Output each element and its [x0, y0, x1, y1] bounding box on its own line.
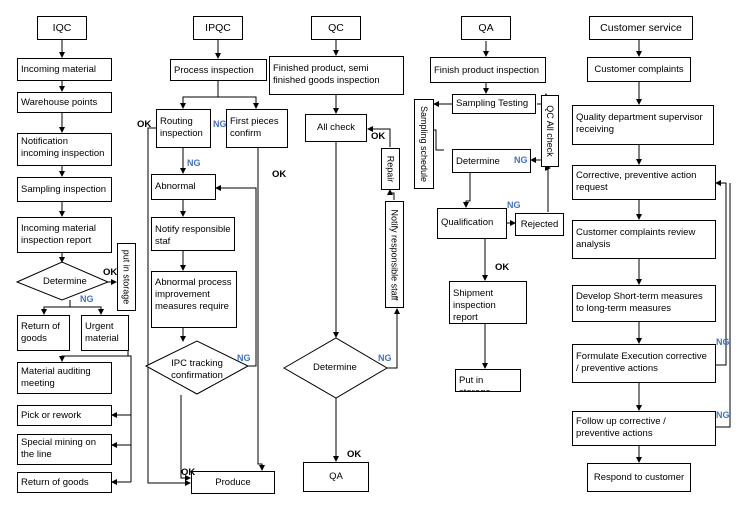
- qa-qc-all-check-label: QC All check: [545, 105, 555, 157]
- ng-label-cs-formulate: NG: [716, 337, 730, 347]
- qa-sampling-schedule-label: Sampling schedule: [419, 105, 429, 183]
- ng-label-cs-follow: NG: [716, 410, 730, 420]
- ok-label-ipqc-produce: OK: [181, 467, 196, 478]
- column-header-customer-service: Customer service: [589, 16, 693, 40]
- column-header-qc: QC: [311, 16, 361, 40]
- ok-label-qa-shipment: OK: [495, 262, 510, 273]
- cs-supervisor-receiving: Quality department supervisor receiving: [572, 105, 714, 145]
- ok-label-qc-qa: OK: [347, 449, 362, 460]
- ipqc-routing-inspection: Routing inspection: [156, 109, 211, 148]
- iqc-incoming-material: Incoming material: [17, 58, 112, 81]
- cs-review-analysis: Customer complaints review analysis: [572, 220, 716, 259]
- iqc-put-in-storage-label: put in storage: [121, 249, 132, 305]
- iqc-pick-or-rework: Pick or rework: [17, 405, 112, 426]
- qc-notify-responsible-staff-label: Notify responsible staff: [389, 209, 400, 300]
- ng-label-qa-determine: NG: [514, 155, 528, 165]
- iqc-determine-label: Determine: [43, 276, 87, 287]
- ipqc-improvement-measures: Abnormal process improvement measures re…: [151, 271, 237, 328]
- ng-label-ipqc-first: NG: [213, 119, 227, 129]
- ng-label-qa-qualification: NG: [507, 200, 521, 210]
- qc-repair-label: Repair: [385, 155, 396, 183]
- ok-label-qc-repair: OK: [371, 131, 386, 142]
- iqc-return-of-goods-final: Return of goods: [17, 472, 112, 493]
- ipqc-process-inspection: Process inspection: [170, 59, 267, 81]
- ng-label-ipqc-tracking: NG: [237, 353, 251, 363]
- iqc-inspection-report: Incoming material inspection report: [17, 217, 112, 253]
- cs-corrective-request: Corrective, preventive action request: [572, 165, 716, 200]
- ok-label-iqc-storage: OK: [103, 267, 118, 278]
- qa-shipment-report: Shipment inspection report: [449, 281, 527, 324]
- ipqc-notify-staff: Notify responsible staf: [151, 217, 235, 251]
- column-header-ipqc: IPQC: [193, 16, 243, 40]
- qa-finish-product-inspection: Finish product inspection: [430, 57, 546, 83]
- ipqc-first-pieces-confirm: First pieces confirm: [226, 109, 288, 148]
- ng-label-iqc: NG: [80, 294, 94, 304]
- qc-all-check: All check: [305, 114, 367, 142]
- ipqc-tracking-diamond: [144, 340, 250, 395]
- ok-label-ipqc-routing: OK: [137, 119, 152, 130]
- qc-repair: Repair: [381, 148, 400, 190]
- qa-determine: Determine: [452, 149, 531, 173]
- qc-finished-inspection: Finished product, semi finished goods in…: [269, 56, 404, 95]
- iqc-warehouse-points: Warehouse points: [17, 92, 112, 113]
- qa-rejected: Rejected: [515, 213, 564, 236]
- qa-sampling-schedule: Sampling schedule: [414, 99, 434, 189]
- column-header-iqc: IQC: [37, 16, 87, 40]
- iqc-return-of-goods: Return of goods: [17, 315, 70, 351]
- ok-label-ipqc-first: OK: [272, 169, 287, 180]
- iqc-determine-diamond: [15, 261, 110, 301]
- ipqc-tracking-label: IPC tracking confirmation: [171, 358, 223, 381]
- ipqc-produce: Produce: [191, 471, 275, 494]
- qc-determine-diamond: [282, 337, 388, 399]
- column-header-qa: QA: [461, 16, 511, 40]
- ng-label-ipqc-routing: NG: [187, 158, 201, 168]
- cs-customer-complaints: Customer complaints: [587, 57, 691, 82]
- iqc-urgent-material: Urgent material: [81, 315, 129, 351]
- qa-sampling-testing: Sampling Testing: [452, 94, 536, 114]
- ipqc-abnormal: Abnormal: [151, 174, 216, 200]
- iqc-put-in-storage: put in storage: [117, 243, 136, 311]
- qa-qc-all-check: QC All check: [541, 95, 559, 167]
- ng-label-qc: NG: [378, 353, 392, 363]
- qc-notify-responsible-staff: Notify responsible staff: [385, 201, 404, 308]
- cs-formulate-execution: Formulate Execution corrective / prevent…: [572, 344, 716, 383]
- iqc-auditing-meeting: Material auditing meeting: [17, 362, 112, 394]
- qc-determine-label: Determine: [313, 362, 357, 373]
- cs-respond-to-customer: Respond to customer: [587, 463, 691, 492]
- iqc-special-mining: Special mining on the line: [17, 434, 112, 465]
- qa-put-in-storage: Put in storage: [455, 369, 521, 392]
- cs-follow-up: Follow up corrective / preventive action…: [572, 411, 716, 446]
- iqc-notification: Notification incoming inspection: [17, 133, 112, 166]
- qa-qualification: Qualification: [437, 208, 507, 239]
- qc-qa-box: QA: [303, 462, 369, 492]
- cs-develop-measures: Develop Short-term measures to long-term…: [572, 285, 716, 322]
- iqc-sampling-inspection: Sampling inspection: [17, 177, 112, 202]
